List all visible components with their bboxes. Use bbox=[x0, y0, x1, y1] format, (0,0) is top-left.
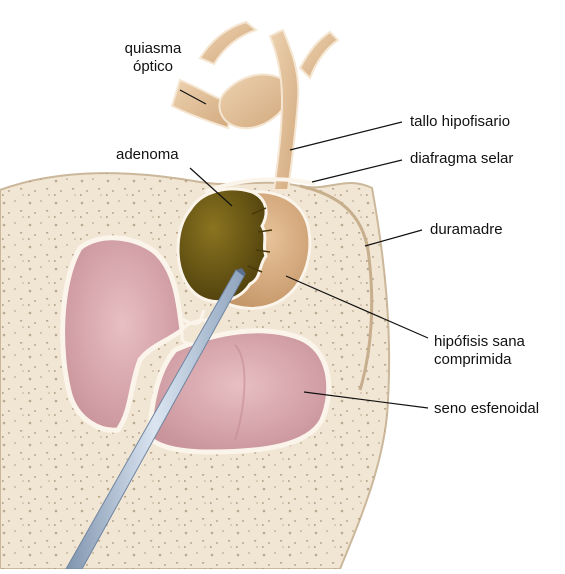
label-optic-chiasm-line1: quiasma bbox=[108, 40, 198, 58]
leader-sellar-diaphragm bbox=[312, 160, 402, 182]
leader-pituitary-stalk bbox=[290, 122, 402, 150]
label-sphenoid-sinus: seno esfenoidal bbox=[434, 400, 539, 418]
optic-chiasm bbox=[219, 74, 287, 128]
label-adenoma: adenoma bbox=[116, 146, 179, 164]
label-optic-chiasm: quiasma óptico bbox=[108, 40, 198, 76]
label-dura-mater: duramadre bbox=[430, 221, 503, 239]
label-sellar-diaphragm: diafragma selar bbox=[410, 150, 513, 168]
label-compressed-pituitary: hipófisis sana comprimida bbox=[434, 333, 525, 369]
label-optic-chiasm-line2: óptico bbox=[108, 58, 198, 76]
label-compressed-pituitary-line1: hipófisis sana bbox=[434, 333, 525, 351]
label-pituitary-stalk: tallo hipofisario bbox=[410, 113, 510, 131]
label-compressed-pituitary-line2: comprimida bbox=[434, 351, 525, 369]
